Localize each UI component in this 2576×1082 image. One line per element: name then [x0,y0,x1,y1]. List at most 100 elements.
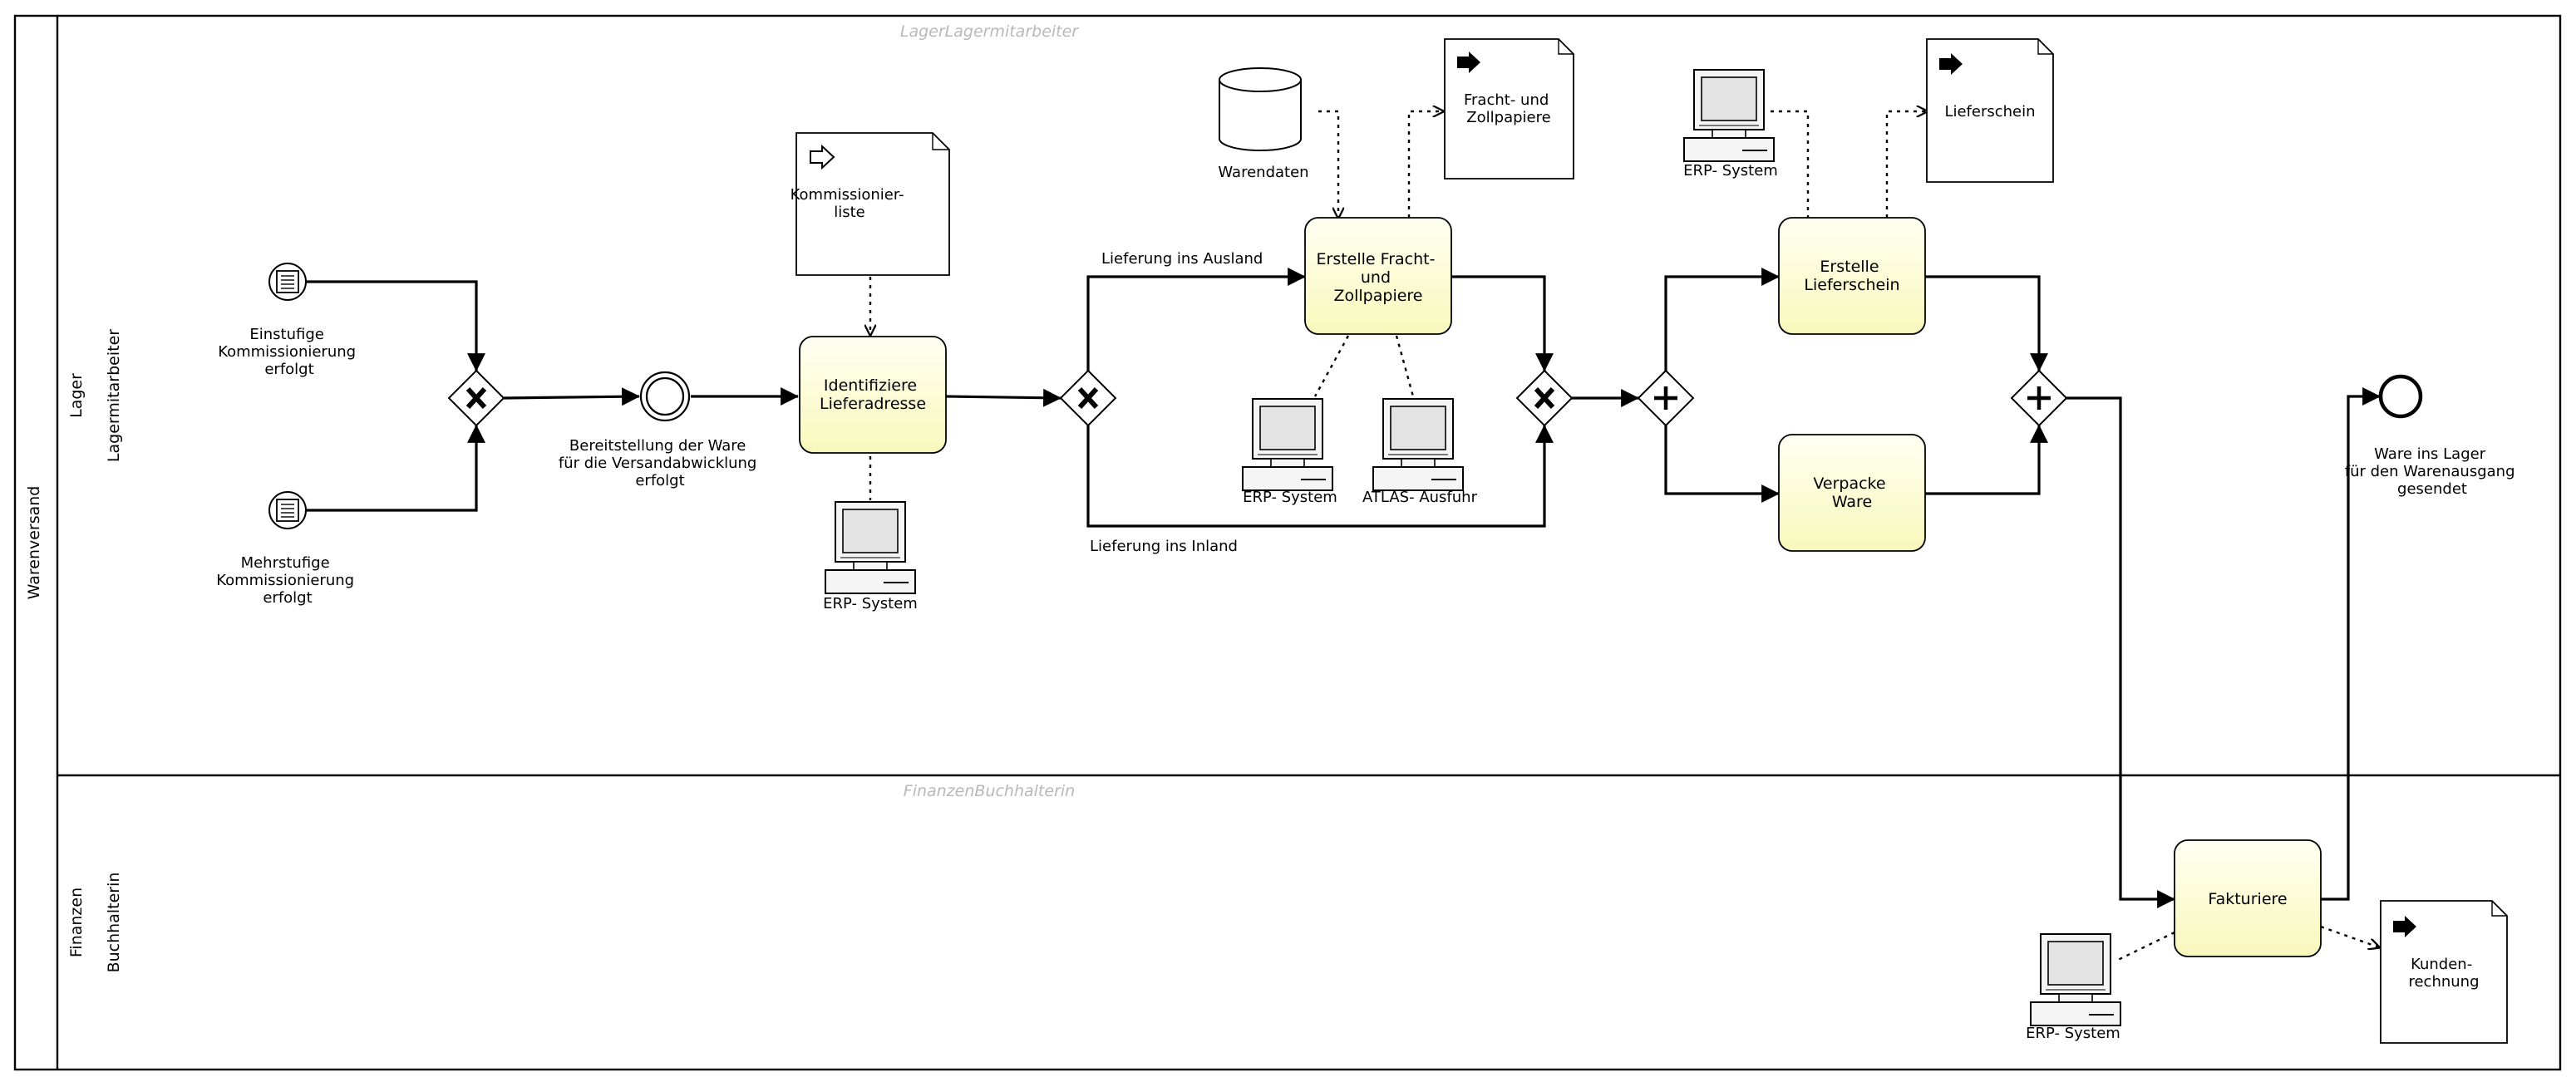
assoc-invoice-customerinvoice [2320,925,2379,947]
x-icon [1077,386,1099,410]
svg-text:Fracht- und Zollpapiere: Fracht- und Zollpapiere [1464,91,1554,126]
freight-docs-line2: Zollpapiere [1466,109,1550,126]
exclusive-gateway-split[interactable] [1059,369,1117,427]
flow-label-domestic: Lieferung ins Inland [1090,538,1238,555]
output-arrow-icon [2393,916,2416,937]
assoc-freight-atlas [1395,335,1415,397]
flow-label-abroad: Lieferung ins Ausland [1101,250,1263,268]
flow-gw1-intermediate [503,387,641,406]
customer-invoice-line2: rechnung [2408,973,2479,991]
task-deliverynote-line1: Erstelle [1820,258,1879,276]
computer-icon [2030,933,2121,1026]
message-list-icon [276,499,299,522]
task-pack-line1: Verpacke [1813,475,1885,493]
database-icon [1219,67,1302,151]
erp1-label: ERP- System [823,595,918,612]
system-atlas[interactable]: ATLAS- Ausfuhr [1362,398,1478,506]
warendaten-label: Warendaten [1218,164,1308,181]
exclusive-gateway-join[interactable] [1515,369,1574,427]
picklist-line1: Kommissionier- [791,186,904,204]
sequence-flows [306,268,2381,908]
associations [870,111,2379,962]
system-erp-deliverynote[interactable]: ERP- System [1683,69,1778,180]
svg-text:Mehrstufige Kommissionie: Mehrstufige Kommissionierung erfolgt [216,554,359,607]
svg-text:Bereitstellung der Ware: Bereitstellung der Ware für die Versanda… [559,437,761,489]
intermediate-event[interactable]: Bereitstellung der Ware für die Versanda… [559,371,761,489]
end-label-line2: für den Warenausgang [2345,463,2515,480]
task-identify-address[interactable]: Identifiziere Lieferadresse [799,336,947,454]
task-freight-line2: und [1361,268,1391,287]
data-object-picklist[interactable]: Kommissionier- liste [791,132,950,276]
start1-label-line2: Kommissionierung [218,343,356,361]
data-object-freight-docs[interactable]: Fracht- und Zollpapiere [1444,38,1574,180]
task-invoice[interactable]: Fakturiere [2174,839,2322,957]
svg-text:Kunden- rechnung: Kunden- rechnung [2408,956,2479,991]
svg-text:Erstelle Fracht- und: Erstelle Fracht- und Zollpapiere [1317,250,1441,305]
message-list-icon [276,270,299,293]
intermediate-label-line1: Bereitstellung der Ware [569,437,746,455]
output-arrow-icon [1457,52,1480,73]
svg-text:Kommissionier- liste: Kommissionier- liste [791,186,909,221]
start2-label-line3: erfolgt [263,589,312,607]
freight-docs-line1: Fracht- und [1464,91,1549,109]
lane-finanzen-role: Buchhalterin [105,873,123,973]
start1-label-line3: erfolgt [264,361,313,378]
start2-label-line2: Kommissionierung [216,572,354,589]
assoc-freight-freightdocs [1407,111,1443,218]
lane-lager-ghost-label: LagerLagermitarbeiter [900,22,1079,41]
end-label-line3: gesendet [2397,480,2467,498]
flow-gw2-gw3 [1086,424,1554,528]
start-event-multi-stage[interactable]: Mehrstufige Kommissionierung erfolgt [216,491,359,607]
end-event[interactable]: Ware ins Lager für den Warenausgang gese… [2345,374,2520,498]
task-identify-line1: Identifiziere [824,376,917,395]
system-erp-freight[interactable]: ERP- System [1242,398,1337,506]
pool: Warenversand [13,14,2562,1071]
data-object-customer-invoice[interactable]: Kunden- rechnung [2380,900,2508,1044]
x-icon [1534,386,1555,410]
task-freight-line3: Zollpapiere [1333,287,1422,305]
assoc-invoice-erp4 [2117,931,2175,962]
computer-icon [825,501,916,594]
flow-freight-gw3 [1451,275,1554,372]
task-deliverynote-line2: Lieferschein [1804,276,1899,294]
erp4-label: ERP- System [2026,1025,2120,1042]
task-pack-goods[interactable]: Verpacke Ware [1778,434,1926,552]
task-create-freight-papers[interactable]: Erstelle Fracht- und Zollpapiere [1304,217,1452,335]
output-arrow-icon [1939,53,1963,75]
intermediate-label-line3: erfolgt [635,472,684,489]
atlas-label: ATLAS- Ausfuhr [1362,489,1478,506]
erp2-label: ERP- System [1243,489,1337,506]
assoc-deliverynote-doc [1885,111,1927,218]
lane-finanzen-ghost-label: FinanzenBuchhalterin [904,782,1075,800]
customer-invoice-line1: Kunden- [2411,956,2472,973]
end-label-line1: Ware ins Lager [2374,445,2486,463]
computer-icon [1372,398,1464,491]
parallel-gateway-split[interactable] [1637,369,1695,427]
data-store-warendaten[interactable]: Warendaten [1218,67,1309,181]
flow-identify-gw2 [945,388,1062,407]
start-event-single-stage[interactable]: Einstufige Kommissionierung erfolgt [218,263,361,378]
picklist-line2: liste [834,204,865,221]
erp3-label: ERP- System [1683,162,1778,180]
svg-text:Einstufige Kommissionier: Einstufige Kommissionierung erfolgt [218,326,361,378]
flow-start2-gw1 [306,424,485,512]
system-erp-identify[interactable]: ERP- System [823,501,918,612]
flow-invoice-end [2321,387,2381,901]
svg-text:Lieferschein: Lieferschein [1944,103,2035,120]
exclusive-gateway-merge[interactable] [447,369,505,427]
flow-gw5-invoice [2066,396,2176,908]
flow-gw2-freight [1086,268,1307,371]
task-identify-line2: Lieferadresse [820,395,926,413]
task-create-delivery-note[interactable]: Erstelle Lieferschein [1778,217,1926,335]
system-erp-invoice[interactable]: ERP- System [2026,933,2121,1042]
svg-text:Identifiziere Lieferadre: Identifiziere Lieferadresse [820,376,926,413]
lane-finanzen: Finanzen Buchhalterin FinanzenBuchhalter… [67,782,1075,972]
svg-text:Verpacke Ware: Verpacke Ware [1813,475,1890,511]
assoc-freight-erp2 [1313,335,1350,397]
parallel-gateway-join[interactable] [2010,369,2068,427]
intermediate-label-line2: für die Versandabwicklung [559,455,756,472]
flow-start1-gw1 [306,280,485,372]
task-pack-line2: Ware [1832,493,1872,511]
data-object-delivery-note[interactable]: Lieferschein [1926,38,2054,183]
